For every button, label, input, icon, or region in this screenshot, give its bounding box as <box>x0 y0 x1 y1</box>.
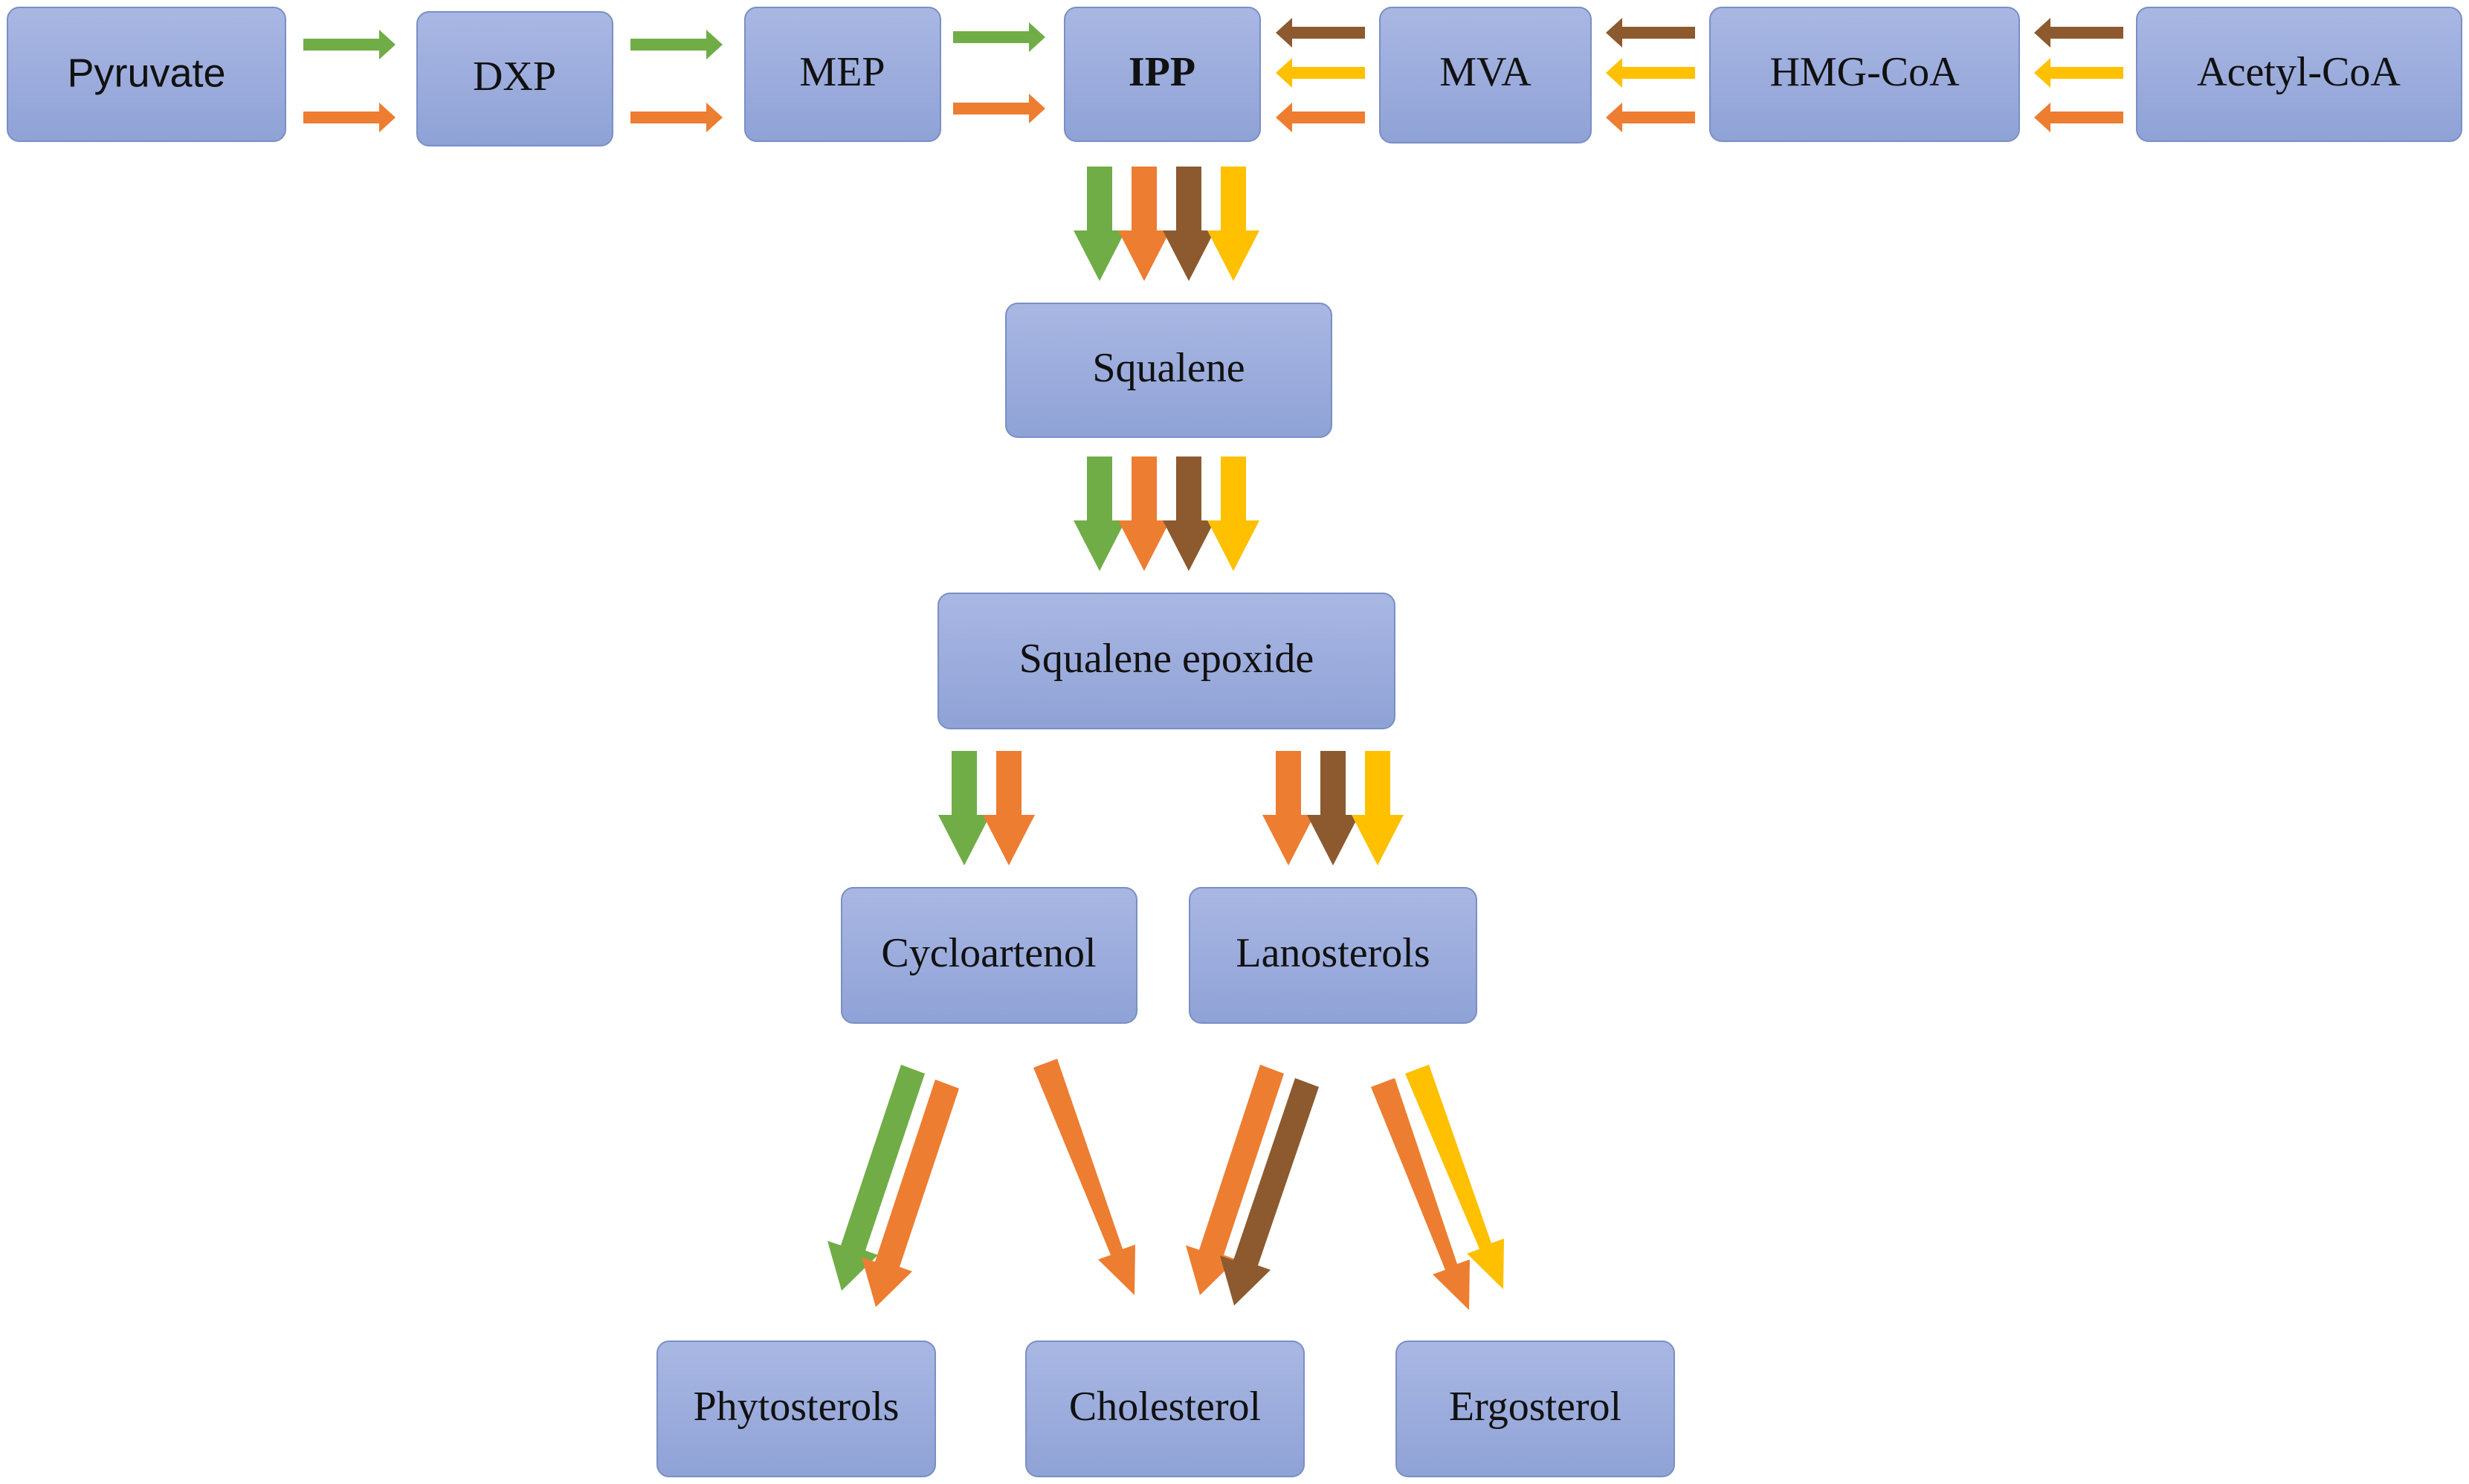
arrow-epoxide-lanosterols-brown <box>1307 751 1359 865</box>
arrow-acetyl-hmg-orange <box>2034 103 2123 132</box>
arrow-epoxide-cycloartenol-green <box>938 751 990 865</box>
arrow-dxp-mep-orange <box>630 103 723 132</box>
node-label: Squalene epoxide <box>1019 636 1314 682</box>
node-mva: MVA <box>1379 7 1592 143</box>
node-label: Lanosterols <box>1236 930 1430 976</box>
node-label: MVA <box>1439 49 1532 95</box>
arrow-dxp-mep-green <box>630 30 723 59</box>
arrow-cycloartenol-cholesterol-orange <box>1033 1059 1135 1295</box>
arrow-hmg-mva-orange <box>1606 103 1695 132</box>
arrow-mva-ipp-yellow <box>1276 58 1365 88</box>
node-label: IPP <box>1129 49 1195 95</box>
node-label: Cholesterol <box>1069 1384 1261 1430</box>
node-pyruvate: Pyruvate <box>7 7 286 142</box>
arrow-pyruvate-dxp-orange <box>303 103 396 132</box>
node-cholesterol: Cholesterol <box>1025 1341 1305 1477</box>
arrow-lanosterols-cholesterol-orange <box>1186 1065 1284 1295</box>
arrow-mep-ipp-orange <box>953 94 1045 123</box>
arrow-lanosterols-ergosterol-orange <box>1371 1078 1470 1310</box>
node-label: Pyruvate <box>67 51 225 95</box>
arrow-epoxide-lanosterols-yellow <box>1352 751 1404 865</box>
arrow-cycloartenol-phytosterols-orange <box>862 1080 959 1307</box>
node-label: Squalene <box>1092 345 1245 391</box>
arrow-acetyl-hmg-brown <box>2034 18 2123 48</box>
arrow-epoxide-cycloartenol-orange <box>983 751 1035 865</box>
node-label: Phytosterols <box>694 1384 900 1430</box>
node-dxp: DXP <box>416 11 613 146</box>
arrow-ipp-squalene-yellow <box>1207 167 1259 281</box>
arrow-acetyl-hmg-yellow <box>2034 58 2123 88</box>
arrow-mva-ipp-orange <box>1276 103 1365 132</box>
arrow-ipp-squalene-brown <box>1163 167 1215 281</box>
node-phytosterols: Phytosterols <box>656 1341 936 1477</box>
node-cycloartenol: Cycloartenol <box>841 887 1137 1024</box>
arrow-hmg-mva-brown <box>1606 18 1695 48</box>
node-label: Acetyl-CoA <box>2197 49 2401 95</box>
arrow-squalene-epoxide-yellow <box>1207 457 1259 571</box>
node-squalene-epoxide: Squalene epoxide <box>937 593 1395 729</box>
arrow-ipp-squalene-green <box>1074 167 1126 281</box>
arrow-squalene-epoxide-orange <box>1118 457 1170 571</box>
arrow-mva-ipp-brown <box>1276 18 1365 48</box>
arrow-cycloartenol-phytosterols-green <box>827 1065 925 1291</box>
arrow-hmg-mva-yellow <box>1606 58 1695 88</box>
node-label: MEP <box>799 49 885 95</box>
arrow-squalene-epoxide-brown <box>1163 457 1215 571</box>
arrow-epoxide-lanosterols-orange <box>1262 751 1314 865</box>
node-label: DXP <box>473 54 556 100</box>
node-acetyl-coa: Acetyl-CoA <box>2136 7 2462 142</box>
node-hmg-coa: HMG-CoA <box>1709 7 2020 142</box>
node-mep: MEP <box>744 7 941 142</box>
node-label: HMG-CoA <box>1769 49 1960 95</box>
node-label: Cycloartenol <box>881 930 1096 976</box>
node-ergosterol: Ergosterol <box>1395 1341 1675 1477</box>
node-label: Ergosterol <box>1449 1384 1621 1430</box>
node-lanosterols: Lanosterols <box>1189 887 1477 1024</box>
arrow-ipp-squalene-orange <box>1118 167 1170 281</box>
arrow-mep-ipp-green <box>953 22 1045 52</box>
arrow-squalene-epoxide-green <box>1074 457 1126 571</box>
node-ipp: IPP <box>1064 7 1261 142</box>
arrow-pyruvate-dxp-green <box>303 30 396 59</box>
arrow-lanosterols-cholesterol-brown <box>1220 1078 1319 1306</box>
node-squalene: Squalene <box>1005 303 1332 438</box>
arrow-lanosterols-ergosterol-yellow <box>1405 1065 1504 1289</box>
